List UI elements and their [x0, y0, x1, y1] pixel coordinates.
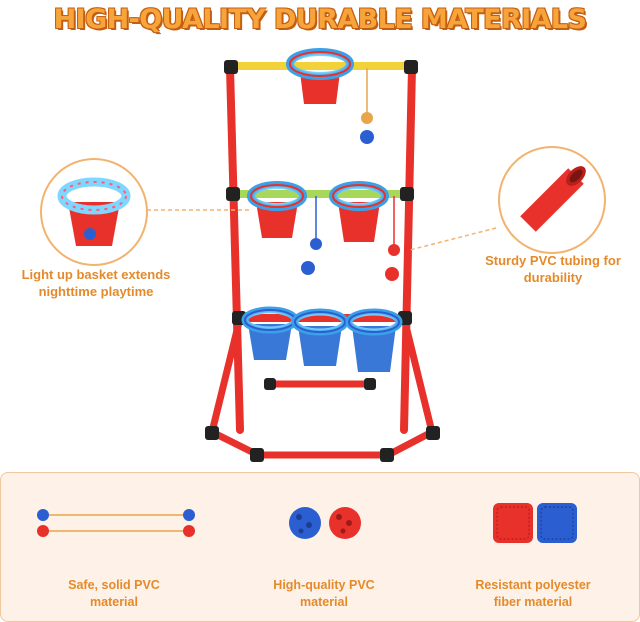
pvc-tube-caption: Sturdy PVC tubing for durability: [485, 253, 621, 285]
bolas-icon: [37, 509, 195, 537]
led-basket-icon: [57, 177, 131, 246]
feature-label-balls: High-quality PVC material: [273, 578, 375, 609]
feature-label-bean-bags: Resistant polyester fiber material: [475, 578, 591, 609]
feature-label-bolas: Safe, solid PVC material: [68, 578, 160, 609]
wiffle-balls-icon: [289, 507, 361, 539]
led-basket-caption: Light up basket extends nighttime playti…: [21, 267, 171, 299]
pvc-tube-icon: [520, 166, 586, 232]
led-basket-zoom: [40, 158, 148, 266]
pvc-tube-zoom: [498, 146, 606, 254]
bean-bags-icon: [493, 503, 577, 543]
callout-line-right: [409, 227, 497, 251]
red-baskets: [247, 48, 389, 242]
hanging-bolas: [301, 68, 400, 281]
ladder-toss-illustration: [140, 48, 497, 462]
materials-panel: Safe, solid PVC material High-quality PV…: [0, 472, 640, 622]
pvc-frame: [205, 60, 440, 462]
blue-baskets: [241, 306, 403, 372]
page-title: HIGH-QUALITY DURABLE MATERIALS: [53, 4, 587, 35]
